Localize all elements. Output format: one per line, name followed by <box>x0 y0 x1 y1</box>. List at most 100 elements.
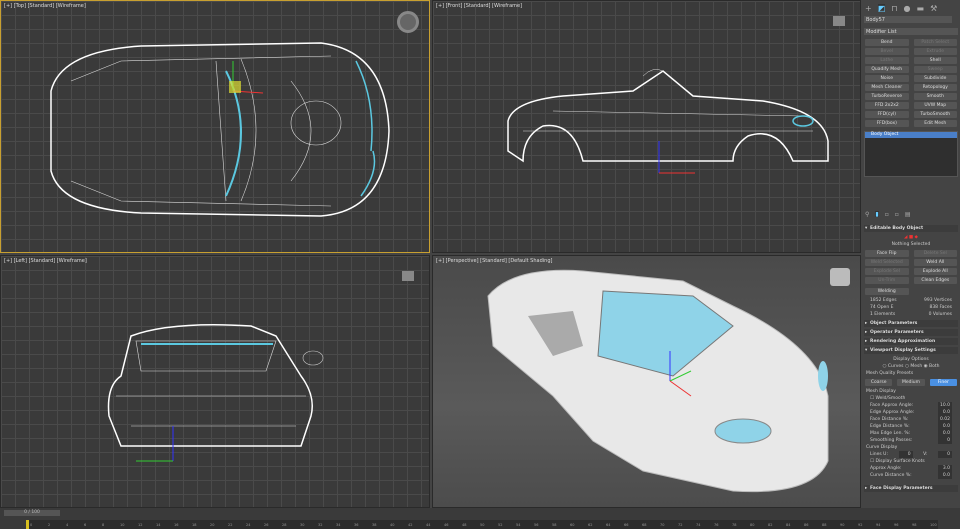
modifier-button[interactable]: FFD 2x2x2 <box>865 102 909 109</box>
param-spinner[interactable]: 0.0 <box>938 423 952 430</box>
modifier-stack: Body Object <box>864 131 958 177</box>
tick-label: 48 <box>462 523 467 527</box>
object-name-input[interactable]: Body57 <box>864 16 952 23</box>
label: Curves <box>887 364 904 369</box>
editable-action-button[interactable]: Weld Selected <box>865 259 909 266</box>
rollout[interactable]: Operator Parameters <box>864 329 958 336</box>
editable-action-button[interactable]: Explode All <box>913 268 957 275</box>
viewport-label[interactable]: [+] [Top] [Standard] [Wireframe] <box>4 3 86 9</box>
rollout[interactable]: Rendering Approximation <box>864 338 958 345</box>
modifier-button[interactable]: Shell <box>913 57 957 64</box>
rollout-face-display-parameters[interactable]: Face Display Parameters <box>864 485 958 492</box>
modifier-list-dropdown[interactable]: Modifier List <box>864 28 958 35</box>
make-unique-icon[interactable]: ▫ <box>884 211 889 218</box>
modifier-button[interactable]: Noise <box>865 75 909 82</box>
editable-action-button[interactable]: Weld All <box>913 259 957 266</box>
tick-label: 54 <box>516 523 521 527</box>
configure-sets-icon[interactable]: ▤ <box>904 211 911 218</box>
modifier-button[interactable]: Patch Select <box>913 39 957 46</box>
modifier-button[interactable]: Retopology <box>913 84 957 91</box>
lines-u-spinner[interactable]: 0 <box>898 451 913 458</box>
curve-param-row: Approx Angle:3.0 <box>862 465 960 472</box>
create-tab-icon[interactable]: + <box>865 4 872 13</box>
param-spinner[interactable]: 0.0 <box>938 430 952 437</box>
show-end-result-icon[interactable]: ▮ <box>875 211 879 218</box>
viewport-label[interactable]: [+] [Front] [Standard] [Wireframe] <box>436 3 523 9</box>
viewport-front[interactable]: [+] [Front] [Standard] [Wireframe] <box>432 0 861 253</box>
time-slider[interactable]: 0 / 100 <box>4 510 60 516</box>
hierarchy-tab-icon[interactable]: ⊓ <box>891 4 898 13</box>
radio-curves[interactable]: ○ Curves <box>882 364 904 369</box>
editable-action-button[interactable]: Clean Edges <box>913 277 957 284</box>
preset-button[interactable]: Finer <box>929 379 957 386</box>
welding-button[interactable]: Welding <box>865 288 909 295</box>
current-frame-marker[interactable] <box>26 520 29 529</box>
viewport-label[interactable]: [+] [Left] [Standard] [Wireframe] <box>4 258 87 264</box>
car-shaded-perspective <box>487 269 829 493</box>
label: Weld/Smooth <box>875 396 906 401</box>
preset-button[interactable]: Coarse <box>865 379 893 386</box>
modifier-button[interactable]: Bend <box>865 39 909 46</box>
modifier-button[interactable]: Bevel <box>865 48 909 55</box>
viewport-label[interactable]: [+] [Perspective] [Standard] [Default Sh… <box>436 258 553 264</box>
utilities-tab-icon[interactable]: ⚒ <box>930 4 938 13</box>
param-spinner[interactable]: 10.0 <box>938 402 952 409</box>
preset-buttons: Coarse Medium Finer <box>862 377 960 388</box>
modifier-button[interactable]: Mesh Cleaner <box>865 84 909 91</box>
radio-mesh[interactable]: ○ Mesh <box>904 364 923 369</box>
modifier-button[interactable]: Subdivide <box>913 75 957 82</box>
tick-label: 60 <box>570 523 575 527</box>
param-spinner[interactable]: 0.0 <box>938 472 952 479</box>
viewcube-icon[interactable] <box>833 16 845 26</box>
radio-both[interactable]: ◉ Both <box>923 364 940 369</box>
display-tab-icon[interactable]: ▬ <box>916 4 925 13</box>
surface-knots-checkbox[interactable]: ☐ Display Surface Knots <box>870 459 925 464</box>
tick-label: 22 <box>228 523 233 527</box>
modify-tab-icon[interactable]: ◩ <box>877 4 886 13</box>
modifier-button[interactable]: Edit Mesh <box>913 120 957 127</box>
modifier-button[interactable]: Smooth <box>913 93 957 100</box>
viewport-left[interactable]: [+] [Left] [Standard] [Wireframe] <box>0 255 430 508</box>
weld-smooth-checkbox[interactable]: ☐ Weld/Smooth <box>870 396 906 401</box>
pin-stack-icon[interactable]: ⚲ <box>865 211 870 218</box>
editable-action-button[interactable]: Explode Sel <box>865 268 909 275</box>
modifier-button[interactable]: FFD(box) <box>865 120 909 127</box>
display-radios: ○ Curves ○ Mesh ◉ Both <box>862 363 960 370</box>
param-spinner[interactable]: 0.02 <box>938 416 952 423</box>
modifier-button[interactable]: TurboReverse <box>865 93 909 100</box>
rollout-viewport-display-settings[interactable]: Viewport Display Settings <box>864 347 958 354</box>
remove-modifier-icon[interactable]: ▫ <box>894 211 899 218</box>
viewcube-icon[interactable] <box>830 268 850 286</box>
param-label: Face Distance %: <box>870 417 909 422</box>
motion-tab-icon[interactable]: ● <box>903 4 911 13</box>
tick-label: 74 <box>696 523 701 527</box>
preset-button[interactable]: Medium <box>897 379 925 386</box>
modifier-button[interactable]: Sweep <box>913 66 957 73</box>
param-spinner[interactable]: 0 <box>938 437 952 444</box>
stack-toolbar: ⚲ ▮ ▫ ▫ ▤ <box>862 207 960 221</box>
modifier-button[interactable]: UVW Map <box>913 102 957 109</box>
modifier-button[interactable]: Quadify Mesh <box>865 66 909 73</box>
viewcube-icon[interactable] <box>397 11 419 33</box>
editable-action-button[interactable]: Un-Trim <box>865 277 909 284</box>
viewcube-icon[interactable] <box>402 271 414 281</box>
stack-item[interactable]: Body Object <box>865 132 957 138</box>
param-spinner[interactable]: 3.0 <box>938 465 952 472</box>
label: Mesh Quality Presets <box>866 371 914 376</box>
modifier-button[interactable]: FFD(cyl) <box>865 111 909 118</box>
param-label: Edge Approx Angle: <box>870 410 915 415</box>
editable-action-button[interactable]: Face Flip <box>865 250 909 257</box>
modifier-button[interactable]: Extrude <box>913 48 957 55</box>
rollout-editable-body-object[interactable]: Editable Body Object <box>864 225 958 232</box>
lines-v-spinner[interactable]: 0 <box>937 451 952 458</box>
viewport-perspective[interactable]: [+] [Perspective] [Standard] [Default Sh… <box>432 255 861 508</box>
modifier-button[interactable]: Lathe <box>865 57 909 64</box>
rollout[interactable]: Object Parameters <box>864 320 958 327</box>
viewport-top[interactable]: [+] [Top] [Standard] [Wireframe] <box>0 0 430 253</box>
param-spinner[interactable]: 0.0 <box>938 409 952 416</box>
modifier-button[interactable]: TurboSmooth <box>913 111 957 118</box>
subobject-icons[interactable]: ◢ ■ ◆ <box>903 235 919 240</box>
editable-action-button[interactable]: Delete Sel <box>913 250 957 257</box>
param-row: Max Edge Len. %:0.0 <box>862 430 960 437</box>
